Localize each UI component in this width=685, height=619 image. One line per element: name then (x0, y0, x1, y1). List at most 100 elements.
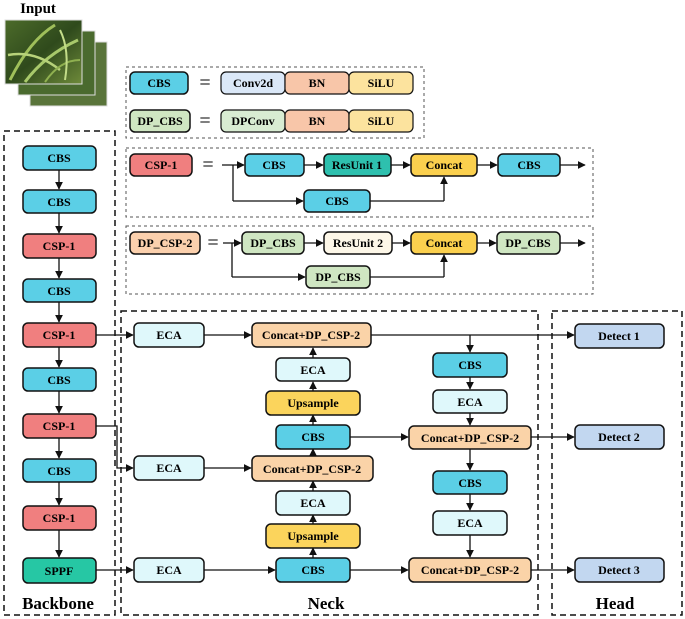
box-label: SiLU (368, 114, 395, 128)
neck-eca-r2 (432, 510, 508, 536)
box-label: ECA (300, 363, 326, 377)
box-label: ECA (156, 328, 182, 342)
box-label: Upsample (287, 396, 339, 410)
legend-frame-top (125, 66, 425, 139)
neck-concat-r2 (408, 557, 532, 583)
box-label: ECA (156, 563, 182, 577)
backbone-label: Backbone (22, 594, 94, 613)
neck-eca-mid (133, 455, 205, 481)
box-label: Detect 1 (598, 329, 640, 343)
neck-frame (120, 310, 539, 616)
input-image-stack (4, 19, 108, 107)
legend-cbs-box (129, 71, 189, 95)
backbone-cbs-2 (22, 189, 97, 214)
neck-cbs-r1 (432, 352, 508, 378)
box-label: Detect 2 (598, 430, 640, 444)
head-boxes: Detect 1 Detect 2 Detect 3 (574, 323, 665, 583)
box-label: SPPF (45, 564, 74, 578)
box-label: ECA (457, 516, 483, 530)
box-label: CBS (301, 430, 325, 444)
legend-csp1-box (129, 153, 193, 177)
box-label: BN (309, 76, 326, 90)
neck-concat-mid (251, 455, 374, 482)
box-label: Concat+DP_CSP-2 (263, 462, 361, 476)
box-label: CBS (47, 151, 71, 165)
box-label: DP_CBS (250, 236, 296, 250)
neck-boxes: ECA ECA ECA Concat+DP_CSP-2 ECA Upsample… (133, 322, 532, 583)
neck-eca-c2 (275, 490, 351, 516)
legend-dpcsp2-row: DP_CSP-2 = DP_CBS ResUnit 2 Concat DP_CB… (129, 231, 586, 289)
box-label: CBS (262, 158, 286, 172)
box-label: CBS (47, 284, 71, 298)
box-label: CBS (47, 195, 71, 209)
legend-csp1-row: CSP-1 = CBS ResUnit 1 Concat CBS CBS (129, 153, 586, 213)
legend-silu2-box (348, 109, 414, 133)
box-label: ResUnit 2 (333, 236, 383, 250)
box-label: DPConv (231, 114, 274, 128)
neck-upsample-1 (265, 390, 361, 416)
neck-upsample-2 (265, 523, 361, 549)
box-label: DP_CBS (505, 236, 551, 250)
input-title: Input (20, 1, 56, 17)
box-label: Concat+DP_CSP-2 (421, 563, 519, 577)
head-label: Head (596, 594, 635, 613)
box-label: CBS (147, 76, 171, 90)
box-label: CSP-1 (43, 239, 76, 253)
box-label: SiLU (368, 76, 395, 90)
box-label: CBS (458, 476, 482, 490)
box-label: BN (309, 114, 326, 128)
backbone-cbs-4 (22, 367, 97, 392)
box-label: = (202, 154, 213, 176)
neck-eca-bot (133, 557, 205, 583)
box-label: CBS (325, 194, 349, 208)
box-label: Detect 3 (598, 563, 640, 577)
neck-eca-r1 (432, 389, 508, 414)
box-label: = (199, 110, 210, 132)
neck-concat-top (251, 322, 372, 348)
legend-silu-box (348, 71, 414, 95)
detect-1 (574, 323, 665, 349)
box-label: CSP-1 (43, 419, 76, 433)
legend-frame-csp1 (125, 147, 594, 218)
box-label: ResUnit 1 (332, 158, 382, 172)
box-label: ECA (457, 395, 483, 409)
box-label: DP_CBS (315, 270, 361, 284)
backbone-cbs-1 (22, 145, 97, 171)
box-label: Concat (426, 236, 463, 250)
backbone-cbs-5 (22, 458, 97, 483)
backbone-cbs-3 (22, 278, 97, 303)
box-label: Concat+DP_CSP-2 (421, 431, 519, 445)
box-label: ECA (156, 461, 182, 475)
neck-label: Neck (308, 594, 345, 613)
neck-concat-r1 (408, 425, 532, 450)
legend-dpcsp2-box (129, 231, 201, 255)
neck-eca-top (133, 322, 205, 348)
box-label: CBS (47, 464, 71, 478)
backbone-csp1-4 (22, 505, 97, 531)
box-label: DP_CSP-2 (138, 236, 193, 250)
legend-cbs-row: CBS = Conv2d BN SiLU (129, 71, 414, 95)
backbone-frame (3, 130, 116, 616)
box-label: = (199, 72, 210, 94)
box-label: Concat+DP_CSP-2 (262, 328, 360, 342)
backbone-column: CBS CBS CSP-1 CBS CSP-1 CBS CSP-1 CBS CS… (22, 145, 97, 584)
legend-dpcbs-row: DP_CBS = DPConv BN SiLU (129, 109, 414, 133)
detect-3 (574, 557, 665, 583)
box-label: CBS (47, 373, 71, 387)
box-label: CSP-1 (43, 511, 76, 525)
box-label: = (207, 232, 218, 254)
detect-2 (574, 424, 665, 450)
box-label: CBS (458, 358, 482, 372)
box-label: Upsample (287, 529, 339, 543)
box-label: CBS (301, 563, 325, 577)
neck-eca-c1 (275, 357, 351, 382)
neck-cbs-c2 (275, 557, 351, 583)
legend-dpcbs-box (129, 109, 191, 133)
box-label: Conv2d (233, 76, 273, 90)
box-label: Concat (426, 158, 463, 172)
box-label: CSP-1 (145, 158, 178, 172)
box-label: ECA (300, 496, 326, 510)
head-frame (551, 310, 683, 616)
box-label: CBS (517, 158, 541, 172)
